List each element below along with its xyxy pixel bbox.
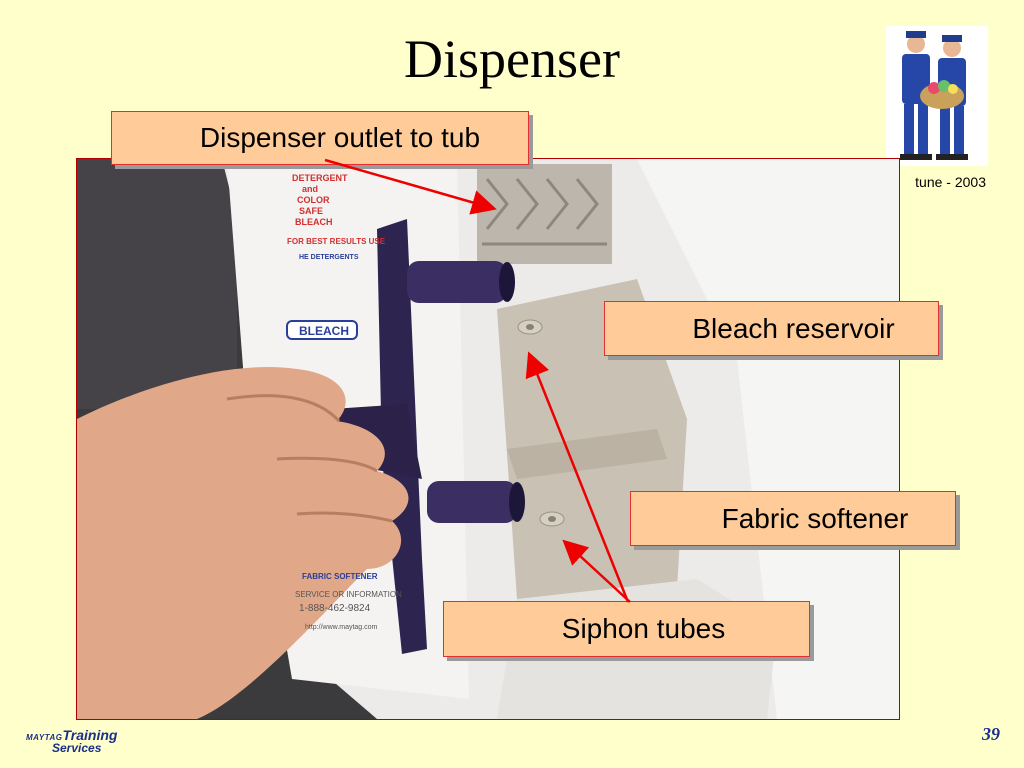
callout-fabric-softener: Fabric softener [630,491,956,546]
lid-label-for-best: FOR BEST RESULTS USE [287,237,386,246]
lid-label-web: http://www.maytag.com [305,624,378,631]
lid-label-and: and [302,184,318,194]
lid-label-safe: SAFE [299,206,323,216]
slide-title: Dispenser [404,29,620,89]
lid-label-service: SERVICE OR INFORMATION [295,590,402,599]
callout-dispenser-outlet: Dispenser outlet to tub [111,111,529,165]
maytag-mascots-image [886,26,988,166]
maytag-training-logo: MAYTAGTraining Services [26,727,118,755]
lid-label-detergent: DETERGENT [292,173,348,183]
lid-label-he: HE DETERGENTS [299,254,359,261]
callout-bleach-reservoir: Bleach reservoir [604,301,939,356]
logo-services: Services [52,741,102,755]
page-number: 39 [982,724,1000,744]
photo-caption: tune - 2003 [915,174,986,190]
lid-label-color: COLOR [297,195,330,205]
lid-label-bleach-tag: BLEACH [299,324,349,338]
callout-siphon-tubes: Siphon tubes [443,601,810,657]
lid-label-phone: 1-888-462-9824 [299,603,371,614]
lid-label-bleach: BLEACH [295,217,333,227]
logo-maytag: MAYTAG [26,733,63,742]
logo-training: Training [62,727,118,743]
lid-label-softener: FABRIC SOFTENER [302,572,378,581]
